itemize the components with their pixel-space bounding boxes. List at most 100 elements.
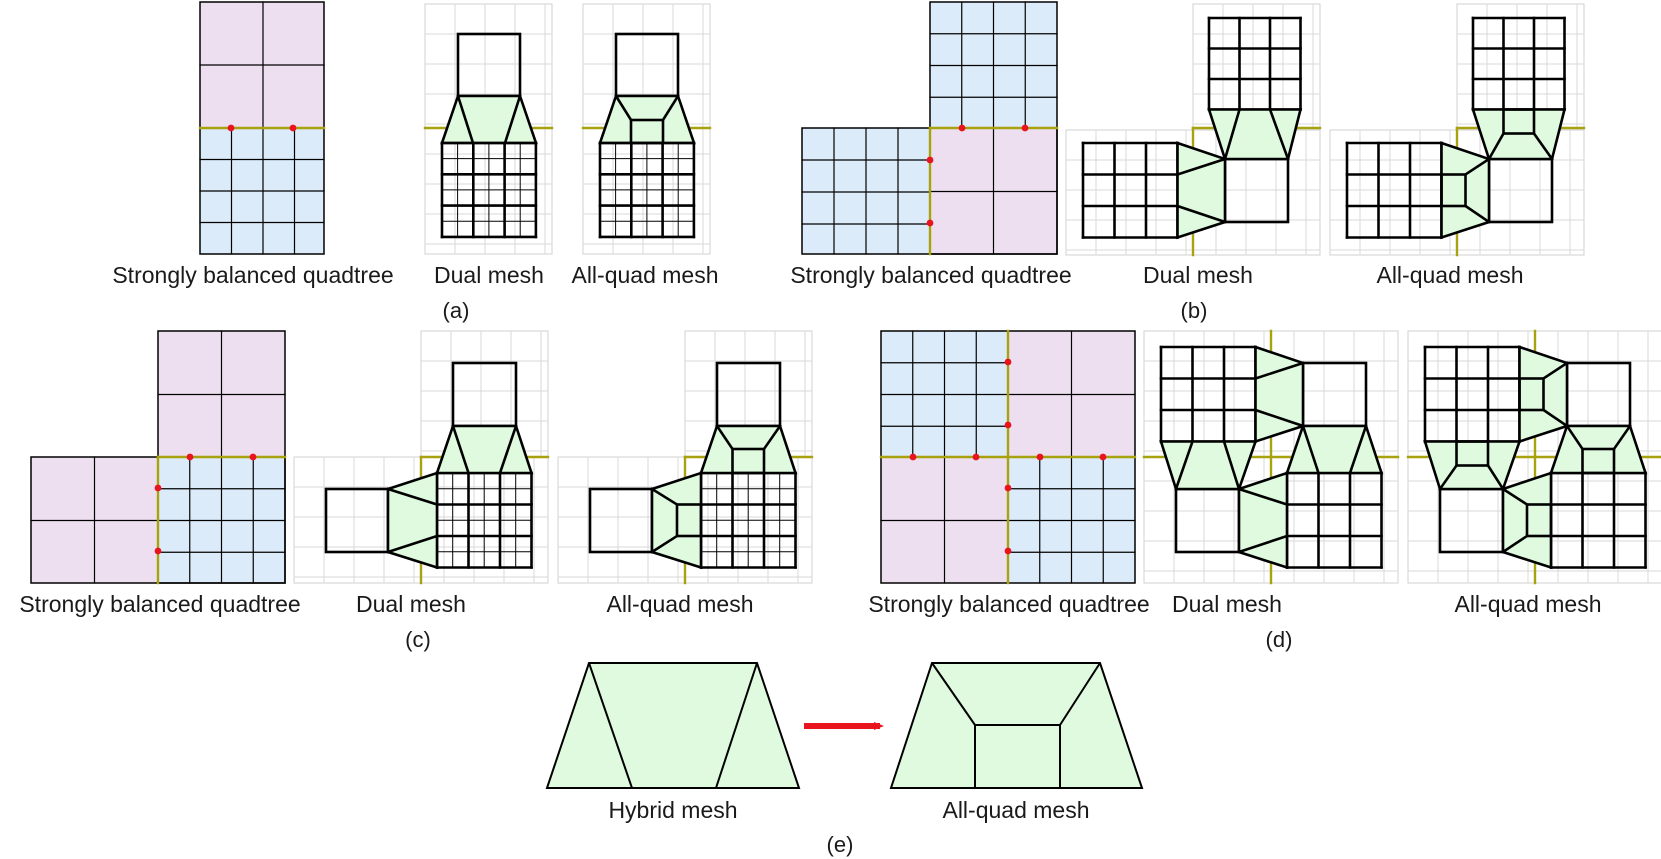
mesh-edge [1174, 439, 1195, 491]
mesh-edge [1253, 361, 1305, 381]
transition-outline [1501, 471, 1553, 570]
mesh-edge [1237, 534, 1289, 554]
label-a: (a) [443, 298, 470, 323]
caption-b-quadtree: Strongly balanced quadtree [790, 262, 1071, 288]
mesh-edge [1463, 157, 1491, 177]
hanging-node [186, 453, 194, 461]
mesh-edge [1175, 157, 1227, 177]
hanging-node [926, 156, 934, 164]
mesh-edge [1223, 107, 1242, 161]
mesh-edge [1301, 424, 1321, 475]
panel-c [30, 330, 814, 585]
mesh-edge [456, 94, 475, 145]
mesh-edge [1253, 408, 1305, 428]
mesh-edge [1486, 463, 1505, 491]
hanging-node [154, 484, 162, 492]
transition-face [1287, 426, 1382, 473]
mesh-edge [1222, 439, 1241, 491]
mesh-edge [614, 94, 633, 122]
label-e: (e) [827, 832, 854, 857]
caption-a-dual: Dual mesh [434, 262, 544, 288]
transition-face [1209, 109, 1301, 159]
panel-b [801, 1, 1586, 257]
mesh-edge [650, 534, 679, 554]
hybrid-mesh-example [545, 662, 801, 789]
mesh-edge [1501, 487, 1529, 507]
transition-outline [1237, 471, 1289, 570]
label-b: (b) [1181, 298, 1208, 323]
mesh-edge [1237, 487, 1289, 507]
hanging-node [972, 453, 980, 461]
caption-d-quadtree: Strongly balanced quadtree [868, 591, 1149, 617]
hanging-node [154, 547, 162, 555]
caption-a-allquad: All-quad mesh [571, 262, 718, 288]
caption-c-dual: Dual mesh [356, 591, 466, 617]
caption-d-allquad: All-quad mesh [1454, 591, 1601, 617]
mesh-edge [1541, 361, 1569, 381]
hanging-node [1004, 421, 1012, 429]
transition-outline [435, 424, 534, 475]
inner-quad [731, 447, 766, 475]
panel-d [879, 329, 1661, 585]
caption-a-quadtree: Strongly balanced quadtree [112, 262, 393, 288]
all-quad-mesh-example [889, 662, 1144, 789]
hanging-node [926, 219, 934, 227]
hanging-node [1004, 547, 1012, 555]
transition-face [1239, 473, 1287, 568]
mesh-edge [386, 534, 439, 554]
mesh-edge [661, 94, 680, 122]
caption-b-allquad: All-quad mesh [1376, 262, 1523, 288]
caption-d-dual: Dual mesh [1172, 591, 1282, 617]
panel-a [198, 1, 712, 255]
mesh-edge [1565, 424, 1585, 451]
hanging-node [1004, 358, 1012, 366]
transition-face [1161, 441, 1256, 489]
mesh-edge [1532, 131, 1554, 161]
mesh-edge [762, 424, 782, 451]
label-d: (d) [1266, 627, 1293, 652]
mesh-edge [386, 487, 439, 507]
transition-outline [699, 424, 798, 475]
mesh-edge [650, 487, 679, 507]
hanging-node [909, 453, 917, 461]
caption-c-allquad: All-quad mesh [606, 591, 753, 617]
transition-outline [650, 471, 703, 570]
inner-quad [1525, 503, 1553, 538]
hanging-node [1099, 453, 1107, 461]
caption-e-hybrid: Hybrid mesh [608, 797, 737, 823]
hanging-node [1021, 124, 1029, 132]
inner-quad [1581, 447, 1616, 475]
inner-quad [1518, 377, 1545, 412]
panel-e [545, 662, 1144, 789]
transition-face [388, 473, 437, 568]
caption-e-allquad: All-quad mesh [942, 797, 1089, 823]
mesh-edge [1268, 107, 1290, 161]
hanging-node [289, 124, 297, 132]
mesh-edge [1348, 424, 1368, 475]
mesh-edge [1438, 463, 1459, 491]
transition-face [1177, 143, 1225, 238]
inner-quad [1455, 440, 1490, 467]
hanging-node [1004, 484, 1012, 492]
mesh-edge [1541, 408, 1569, 428]
transition-outline [386, 471, 439, 570]
inner-quad [1440, 173, 1467, 208]
mesh-edge [451, 424, 471, 475]
mesh-edge [1463, 204, 1491, 224]
hanging-node [958, 124, 966, 132]
mesh-edge [1175, 204, 1227, 224]
mesh-edge [498, 424, 518, 475]
captions: Strongly balanced quadtree Dual mesh All… [19, 262, 1601, 857]
mesh-edge [1612, 424, 1632, 451]
transition-face [437, 426, 532, 473]
mesh-edge [503, 94, 522, 145]
mesh-edge [715, 424, 735, 451]
hanging-node [249, 453, 257, 461]
caption-b-dual: Dual mesh [1143, 262, 1253, 288]
mesh-edge [1487, 131, 1506, 161]
hanging-node [227, 124, 235, 132]
inner-quad [675, 503, 703, 538]
caption-c-quadtree: Strongly balanced quadtree [19, 591, 300, 617]
inner-quad [1502, 108, 1536, 135]
